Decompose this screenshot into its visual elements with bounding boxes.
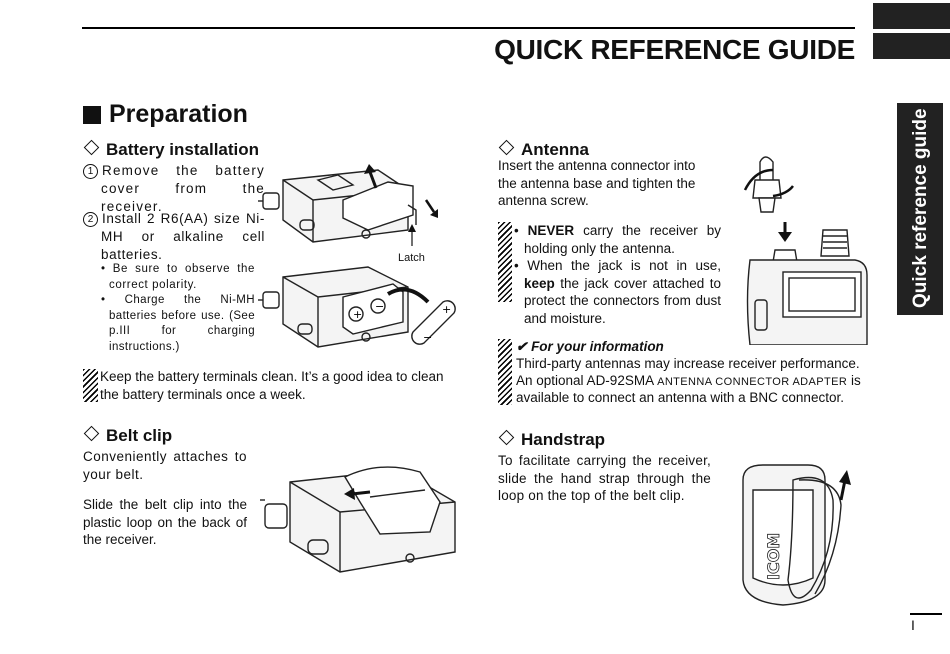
section-heading-preparation: Preparation [83,100,248,129]
handstrap-paragraph: To facilitate carrying the receiver, sli… [498,453,711,503]
battery-bullet-1: • Be sure to observe the correct polarit… [101,263,255,291]
note-hatch-icon [83,369,98,402]
antenna-heading-text: Antenna [521,140,589,159]
belt-clip-heading: Belt clip [83,425,173,446]
svg-text:+: + [353,308,362,321]
handstrap-heading: Handstrap [498,429,606,450]
handstrap-heading-text: Handstrap [521,430,606,449]
battery-bullet-2: • Charge the Ni-MH batteries before use.… [101,294,255,353]
square-bullet-icon [83,106,101,124]
belt-clip-heading-text: Belt clip [106,426,173,445]
svg-text:+: + [442,303,451,316]
header-rule [82,27,855,29]
fyi-line-3: available to connect an antenna with a B… [516,390,844,405]
footer-rule [910,613,942,615]
diamond-icon [498,429,515,446]
antenna-heading: Antenna [498,139,589,160]
belt-clip-illustration [260,466,456,573]
antenna-warning-2: • When the jack is not in use, keep the … [514,258,721,326]
icom-brand-text: ICOM [764,533,783,580]
battery-step-2-text: Install 2 R6(AA) size Ni-MH or alkaline … [101,211,265,262]
page-title: QUICK REFERENCE GUIDE [494,34,855,65]
battery-bullet-2-text: Charge the Ni-MH batteries before use. (… [109,294,255,353]
battery-heading-text: Battery installation [106,140,260,159]
step-number-1: 1 [83,164,98,179]
diamond-icon [83,139,100,156]
info-hatch-icon [498,339,512,405]
battery-note: Keep the battery terminals clean. It’s a… [100,369,444,402]
diamond-icon [498,139,515,156]
battery-insert-illustration: + − − + [258,266,456,348]
svg-text:−: − [423,331,432,344]
side-tab: Quick reference guide [897,103,943,315]
battery-cover-illustration [258,164,438,246]
step-number-2: 2 [83,212,98,227]
antenna-paragraph: Insert the antenna connector into the an… [498,158,696,208]
side-tab-label: Quick reference guide [910,108,931,308]
warning-hatch-icon [498,222,512,302]
svg-text:−: − [375,300,384,313]
diamond-icon [83,425,100,442]
belt-clip-paragraph-2: Slide the belt clip into the plastic loo… [83,497,247,547]
battery-heading: Battery installation [83,139,260,160]
header-tab-block-bottom [873,33,950,59]
battery-step-1-text: Remove the battery cover from the receiv… [101,163,265,214]
fyi-line-1: Third-party antennas may increase receiv… [516,356,860,371]
never-text: NEVER [527,223,575,238]
header-tab-block-top [873,3,950,29]
preparation-heading-text: Preparation [109,100,248,128]
latch-label: Latch [398,252,425,264]
fyi-line-2: An optional AD-92SMA ANTENNA CONNECTOR A… [516,373,861,388]
antenna-warning-1: • NEVER carry the receiver by holding on… [514,223,721,256]
fyi-title: ✔ For your information [516,339,664,354]
page-number: I [911,617,915,633]
keep-text: keep [524,275,555,291]
antenna-illustration [743,156,868,345]
handstrap-illustration: ICOM [742,464,851,606]
battery-bullet-1-text: Be sure to observe the correct polarity. [109,263,255,291]
check-icon: ✔ [516,339,532,354]
belt-clip-paragraph-1: Conveniently attaches to your belt. [83,449,247,482]
